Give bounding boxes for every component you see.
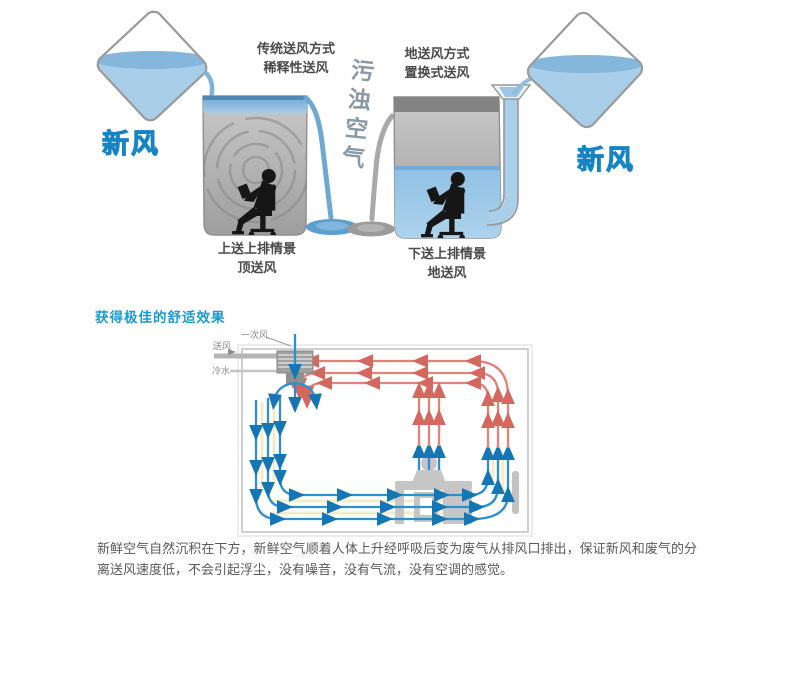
traditional-ventilation-beaker-icon (202, 95, 358, 236)
supply-air-label: 送风 (213, 341, 232, 351)
right-method-caption: 地送风方式 置换式送风 (367, 45, 507, 83)
room-outline (241, 348, 529, 533)
left-scene-line2: 顶送风 (237, 259, 277, 275)
supply-flow-lines (249, 396, 515, 526)
left-method-line1: 传统送风方式 (256, 41, 335, 56)
overflow-stream-icon (303, 95, 334, 221)
funnel-tube-icon (486, 77, 532, 226)
left-scene-caption: 上送上排情景 顶送风 (187, 240, 327, 278)
left-scene-line1: 上送上排情景 (217, 241, 296, 256)
right-scene-caption: 下送上排情景 地送风 (377, 245, 517, 283)
left-method-caption: 传统送风方式 稀释性送风 (226, 40, 366, 78)
airflow-schematic (214, 334, 533, 537)
exhaust-column-icon (512, 471, 519, 514)
dirty-air-spill-icon (347, 113, 395, 237)
right-method-line1: 地送风方式 (404, 46, 470, 61)
right-scene-line2: 地送风 (427, 264, 467, 280)
left-method-line2: 稀释性送风 (263, 59, 329, 75)
label-leader-line (265, 336, 292, 347)
right-method-line2: 置换式送风 (404, 64, 470, 80)
water-stream-icon (203, 70, 215, 102)
fresh-air-label-left: 新风 (102, 129, 160, 160)
description-paragraph: 新鲜空气自然沉积在下方，新鲜空气顺着人体上升经呼吸后变为废气从排风口排出，保证新… (97, 541, 697, 578)
fresh-air-pour-beaker-left-icon (94, 10, 215, 124)
primary-air-label: 一次风 (241, 330, 269, 340)
floor-ventilation-beaker-icon (393, 96, 502, 239)
cold-water-label: 冷水 (212, 366, 231, 376)
right-scene-line1: 下送上排情景 (407, 246, 486, 261)
supply-arrow-icon (228, 349, 236, 355)
fresh-air-pour-beaker-right-icon (525, 11, 646, 131)
primary-air-lines (268, 334, 322, 414)
comfort-heading: 获得极佳的舒适效果 (95, 310, 226, 325)
swirl-icon (203, 116, 307, 224)
water-stream-icon (512, 77, 532, 95)
fresh-air-label-right: 新风 (577, 145, 635, 176)
